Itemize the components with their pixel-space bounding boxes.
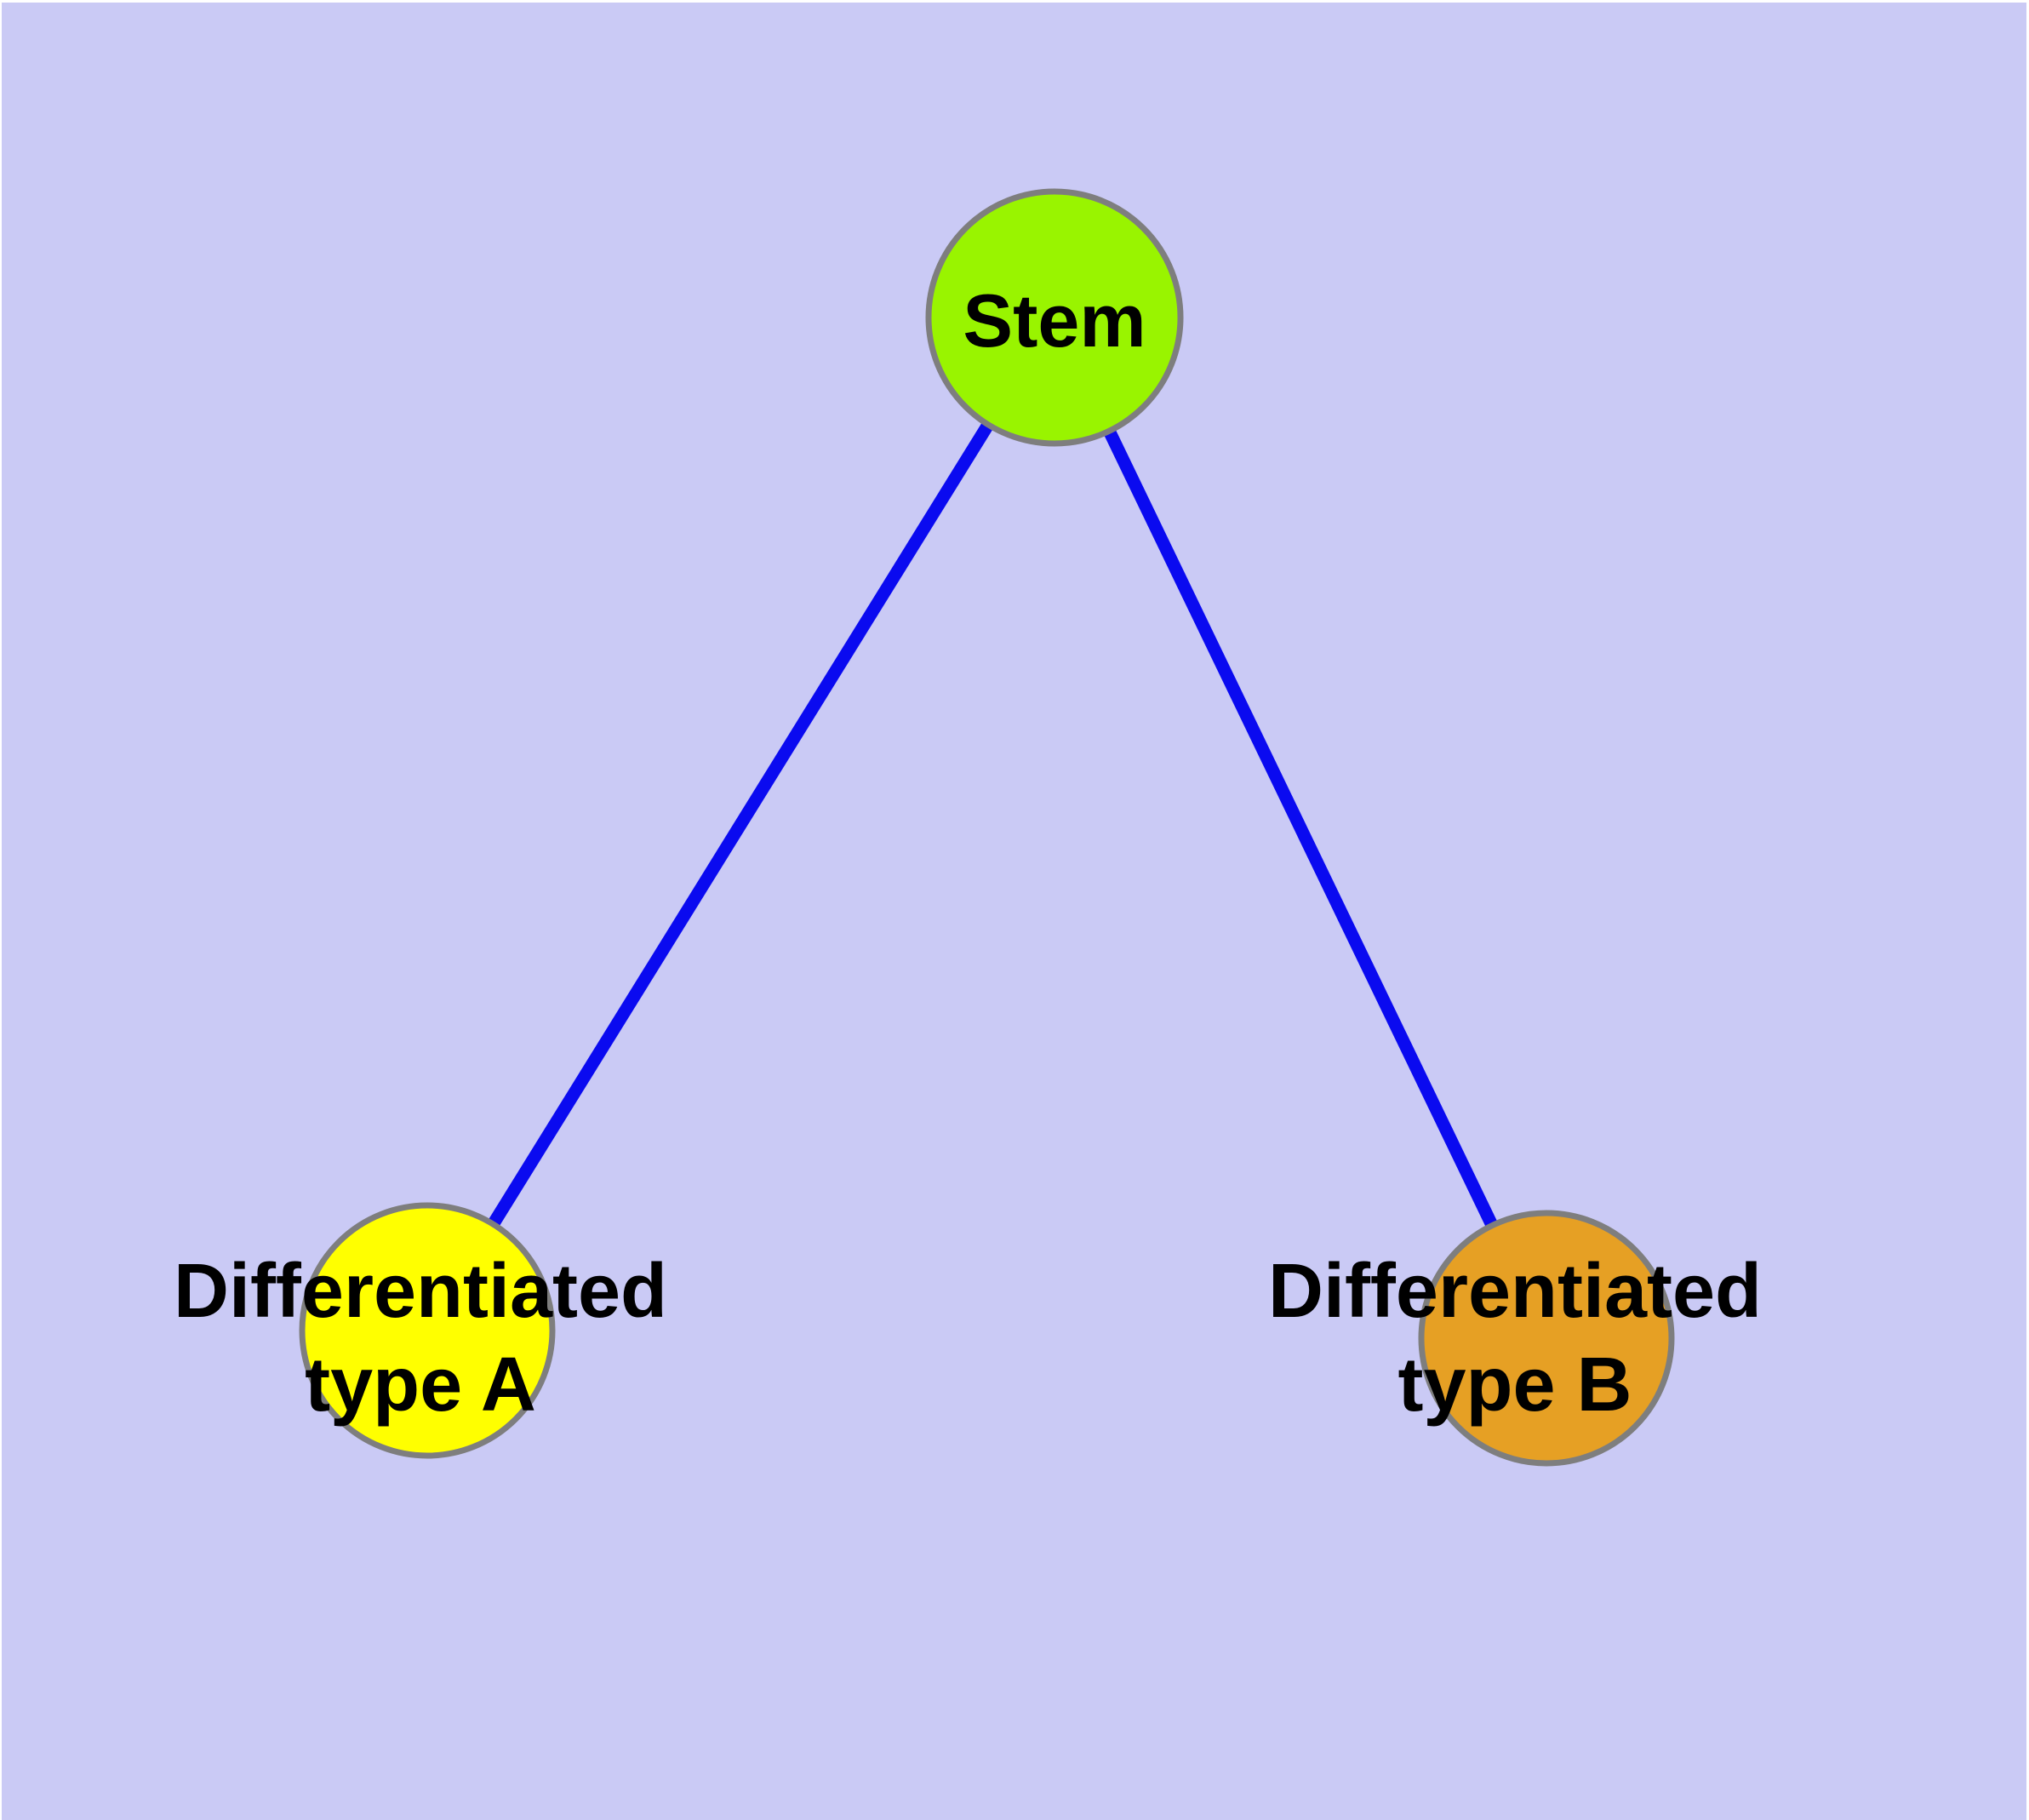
node-stem [925, 188, 1184, 447]
node-type-a-label-line-1: Differentiated [174, 1249, 667, 1334]
node-type-b-label-line-1: Differentiated [1268, 1249, 1762, 1334]
node-differentiated-type-b [1418, 1210, 1675, 1467]
node-type-b-label-line-2: type B [1397, 1342, 1632, 1428]
edge-stem-to-type-b [1049, 314, 1552, 1342]
node-type-a-label-line-2: type A [305, 1342, 536, 1428]
node-differentiated-type-a [299, 1202, 556, 1459]
node-stem-label: Stem [963, 278, 1146, 363]
edge-stem-to-type-a [421, 314, 1060, 1334]
